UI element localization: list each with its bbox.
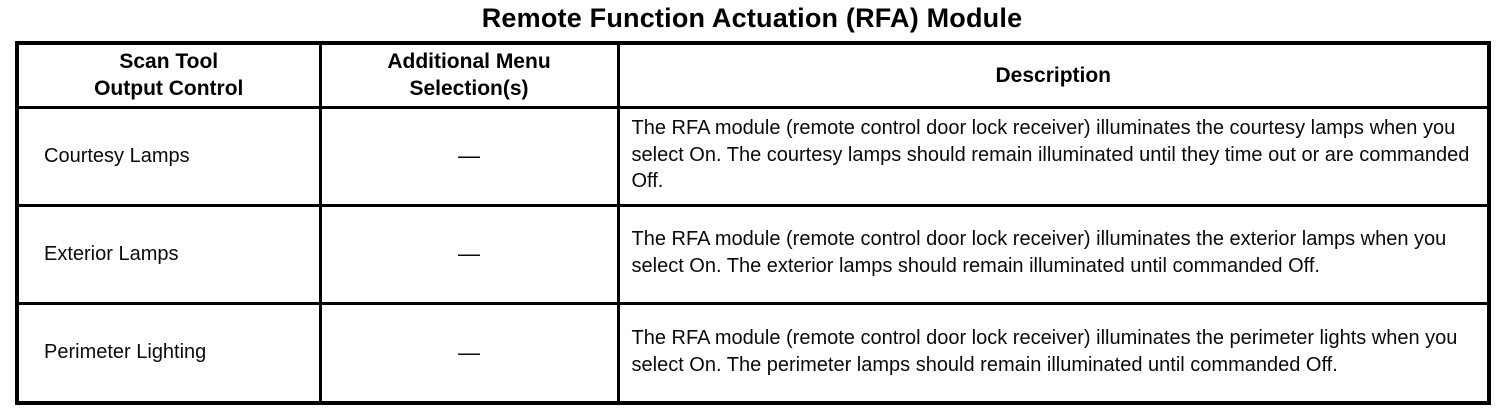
table-row: Exterior Lamps — The RFA module (remote … [15, 203, 1491, 305]
table-row: Perimeter Lighting — The RFA module (rem… [15, 301, 1491, 405]
table-header-row: Scan Tool Output Control Additional Menu… [15, 41, 1491, 109]
row-perimeter-lighting-description: The RFA module (remote control door lock… [616, 301, 1491, 405]
column-header-description: Description [616, 41, 1491, 109]
rfa-output-control-table: Scan Tool Output Control Additional Menu… [15, 41, 1491, 405]
row-courtesy-lamps-menu-dash: — [318, 105, 620, 207]
page-title: Remote Function Actuation (RFA) Module [481, 3, 1023, 33]
row-perimeter-lighting-menu-dash: — [318, 301, 620, 405]
row-courtesy-lamps-description: The RFA module (remote control door lock… [616, 105, 1491, 207]
row-exterior-lamps-menu-dash: — [318, 203, 620, 305]
row-perimeter-lighting-control: Perimeter Lighting [15, 301, 322, 405]
column-header-scan-tool-output-control: Scan Tool Output Control [15, 41, 322, 109]
row-exterior-lamps-control: Exterior Lamps [15, 203, 322, 305]
row-courtesy-lamps-control: Courtesy Lamps [15, 105, 322, 207]
table-row: Courtesy Lamps — The RFA module (remote … [15, 105, 1491, 207]
row-exterior-lamps-description: The RFA module (remote control door lock… [616, 203, 1491, 305]
column-header-additional-menu-selections: Additional Menu Selection(s) [318, 41, 620, 109]
